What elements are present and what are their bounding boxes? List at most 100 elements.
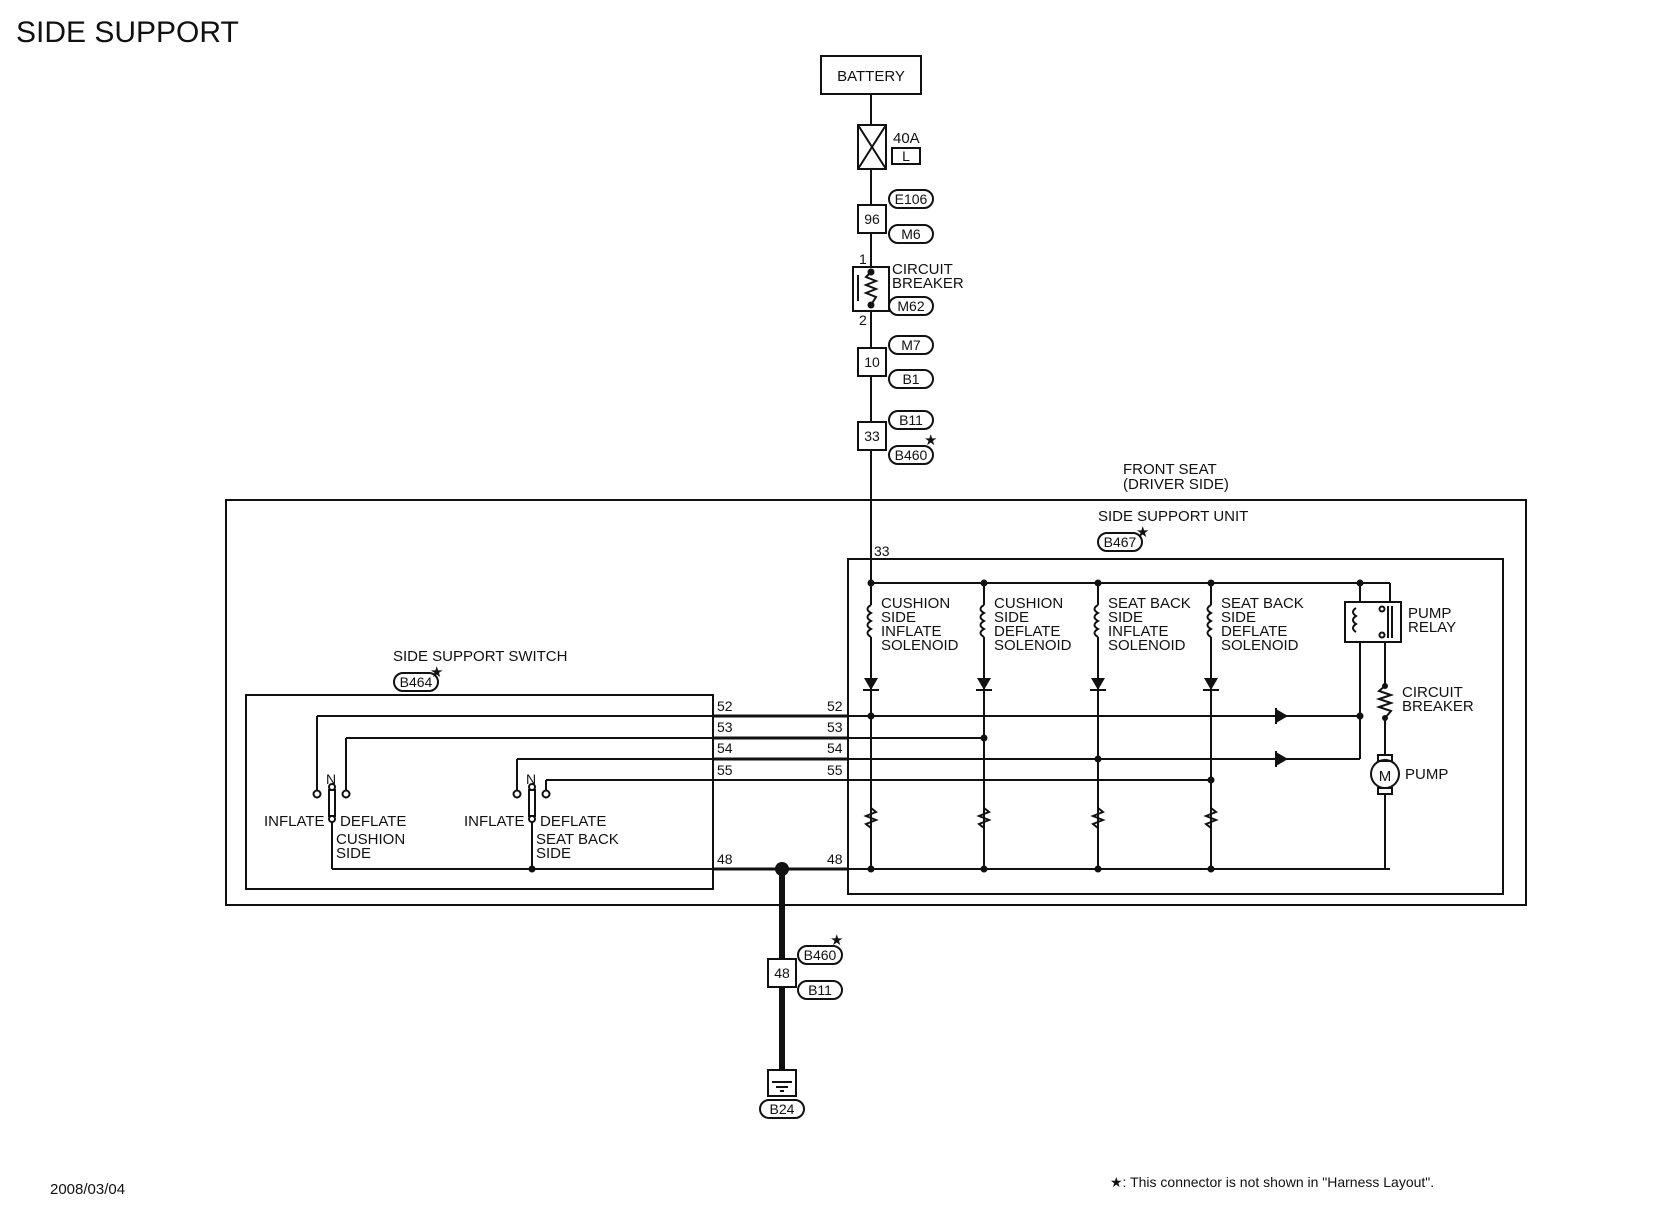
unit-pin-52: 52	[827, 698, 843, 714]
star-b467: ★	[1136, 524, 1149, 541]
solenoid-seatback-deflate	[1203, 579, 1219, 873]
sw-pin-55: 55	[717, 762, 733, 778]
b24-label: B24	[770, 1101, 795, 1117]
diagram-date: 2008/03/04	[50, 1181, 125, 1198]
seatback-n: N	[526, 771, 536, 787]
sol2-l3: DEFLATE	[994, 623, 1060, 640]
unit-cb-label-2: BREAKER	[1402, 698, 1474, 715]
e106-label: E106	[895, 191, 928, 207]
front-seat-box	[225, 499, 1527, 906]
sol1-l2: SIDE	[881, 609, 916, 626]
circuit-breaker-icon	[852, 266, 890, 312]
m7-label: M7	[901, 337, 921, 353]
relay-label-1: PUMP	[1408, 605, 1451, 622]
sol3-l4: SOLENOID	[1108, 637, 1186, 654]
motor-letter: M	[1379, 768, 1392, 785]
pump-motor-icon	[1370, 754, 1400, 795]
sol3-l3: INFLATE	[1108, 623, 1169, 640]
cushion-n: N	[326, 771, 336, 787]
star-b464: ★	[430, 664, 443, 681]
sol4-l1: SEAT BACK	[1221, 595, 1304, 612]
solenoid-seatback-inflate	[1090, 579, 1106, 873]
sol3-l1: SEAT BACK	[1108, 595, 1191, 612]
solenoid-cushion-deflate	[976, 579, 992, 873]
b460-top-badge	[888, 445, 934, 465]
ground-icon	[767, 1069, 797, 1097]
relay-label-2: RELAY	[1408, 619, 1456, 636]
unit-pin-53: 53	[827, 719, 843, 735]
unit-pin-54: 54	[827, 740, 843, 756]
b11-bottom-label: B11	[808, 982, 832, 998]
connector-33-label: 33	[864, 428, 880, 444]
m6-badge	[888, 224, 934, 244]
seatback-switch-icon	[512, 783, 551, 823]
switch-ground-junction	[528, 865, 536, 873]
sol3-l2: SIDE	[1108, 609, 1143, 626]
b24-badge	[759, 1099, 805, 1119]
sol1-l4: SOLENOID	[881, 637, 959, 654]
cushion-deflate-label: DEFLATE	[340, 813, 406, 830]
sw-pin-48: 48	[717, 851, 733, 867]
footnote: ★: This connector is not shown in "Harne…	[1110, 1174, 1434, 1190]
sw-pin-53: 53	[717, 719, 733, 735]
b11-top-label: B11	[899, 412, 923, 428]
b467-badge	[1097, 532, 1143, 552]
unit-pin-48: 48	[827, 851, 843, 867]
cushion-side-1: CUSHION	[336, 831, 405, 848]
m6-label: M6	[901, 226, 921, 242]
connector-10-label: 10	[864, 354, 880, 370]
side-support-switch-box	[245, 694, 714, 890]
diode-54-icon	[1275, 751, 1288, 767]
fuse-rating: 40A	[893, 130, 920, 147]
sol4-l2: SIDE	[1221, 609, 1256, 626]
fuse-code-box	[891, 147, 921, 165]
b1-label: B1	[902, 371, 919, 387]
b460-bottom-label: B460	[804, 947, 837, 963]
unit-circuit-breaker-icon	[1375, 683, 1395, 721]
front-seat-label-2: (DRIVER SIDE)	[1123, 476, 1229, 493]
cb-pin-1: 1	[859, 251, 867, 267]
cushion-side-2: SIDE	[336, 845, 371, 862]
pump-relay-icon	[1344, 579, 1402, 643]
solenoid-cushion-inflate	[863, 579, 879, 873]
battery-label: BATTERY	[837, 68, 905, 85]
diode-52-icon	[1275, 708, 1288, 724]
unit-label: SIDE SUPPORT UNIT	[1098, 508, 1248, 525]
m7-badge	[888, 335, 934, 355]
sol2-l4: SOLENOID	[994, 637, 1072, 654]
switch-label: SIDE SUPPORT SWITCH	[393, 648, 567, 665]
b1-badge	[888, 369, 934, 389]
cb-label-2: BREAKER	[892, 275, 964, 292]
cushion-switch-icon	[312, 783, 351, 823]
sol2-l1: CUSHION	[994, 595, 1063, 612]
seatback-side-2: SIDE	[536, 845, 571, 862]
sol4-l4: SOLENOID	[1221, 637, 1299, 654]
star-b460-top: ★	[924, 432, 937, 449]
seatback-deflate-label: DEFLATE	[540, 813, 606, 830]
b11-top-badge	[888, 410, 934, 430]
sw-pin-52: 52	[717, 698, 733, 714]
b464-badge	[393, 672, 439, 692]
sw-pin-54: 54	[717, 740, 733, 756]
b464-label: B464	[400, 674, 433, 690]
b11-bottom-badge	[797, 980, 843, 1000]
sol4-l3: DEFLATE	[1221, 623, 1287, 640]
star-b460-bottom: ★	[830, 932, 843, 949]
connector-96-label: 96	[864, 211, 880, 227]
front-seat-label-1: FRONT SEAT	[1123, 461, 1217, 478]
cushion-inflate-label: INFLATE	[264, 813, 325, 830]
b460-bottom-badge	[797, 945, 843, 965]
seatback-inflate-label: INFLATE	[464, 813, 525, 830]
b467-label: B467	[1104, 534, 1137, 550]
e106-badge	[888, 189, 934, 209]
page-title: SIDE SUPPORT	[16, 16, 239, 49]
sol2-l2: SIDE	[994, 609, 1029, 626]
fuse-icon	[857, 124, 887, 170]
unit-pin-55: 55	[827, 762, 843, 778]
m62-label: M62	[897, 298, 924, 314]
cb-label-1: CIRCUIT	[892, 261, 953, 278]
cb-pin-2: 2	[859, 312, 867, 328]
fuse-code: L	[902, 148, 910, 164]
pump-label: PUMP	[1405, 766, 1448, 783]
